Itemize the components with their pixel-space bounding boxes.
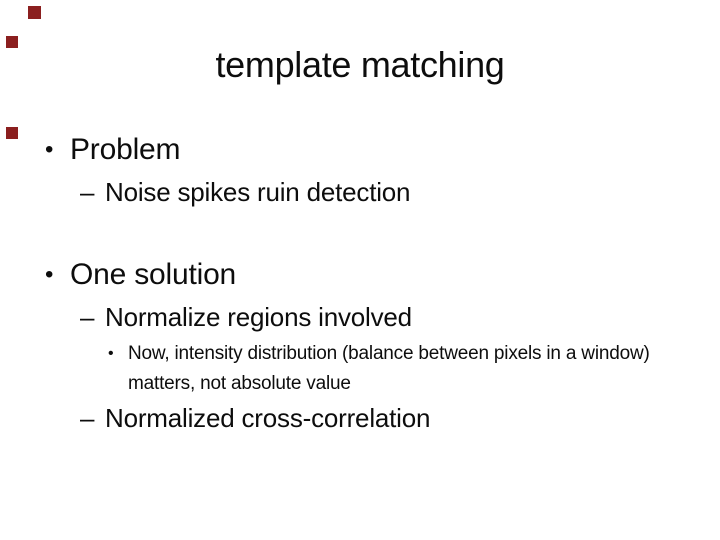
bullet-text: One solution [70,258,237,291]
bullet-item-intensity-distribution: • Now, intensity distribution (balance b… [108,339,688,399]
bullet-item-noise-spikes: – Noise spikes ruin detection [80,176,411,209]
dash-marker: – [80,302,95,332]
bullet-marker: • [108,345,114,362]
bullet-item-one-solution: • One solution [45,256,236,294]
bullet-text: Noise spikes ruin detection [105,177,411,207]
bullet-marker: • [45,136,54,163]
dash-marker: – [80,403,95,433]
bullet-item-normalized-cross-correlation: – Normalized cross-correlation [80,402,430,435]
decoration-square-icon [28,6,41,19]
decoration-square-icon [6,36,18,48]
bullet-text: Now, intensity distribution (balance bet… [128,343,650,394]
bullet-item-problem: • Problem [45,131,181,169]
bullet-text: Normalize regions involved [105,302,412,332]
bullet-marker: • [45,261,54,288]
slide-title: template matching [215,44,505,85]
bullet-item-normalize-regions: – Normalize regions involved [80,301,412,334]
bullet-text: Problem [70,133,181,166]
decoration-square-icon [6,127,18,139]
bullet-text: Normalized cross-correlation [105,403,431,433]
dash-marker: – [80,177,95,207]
